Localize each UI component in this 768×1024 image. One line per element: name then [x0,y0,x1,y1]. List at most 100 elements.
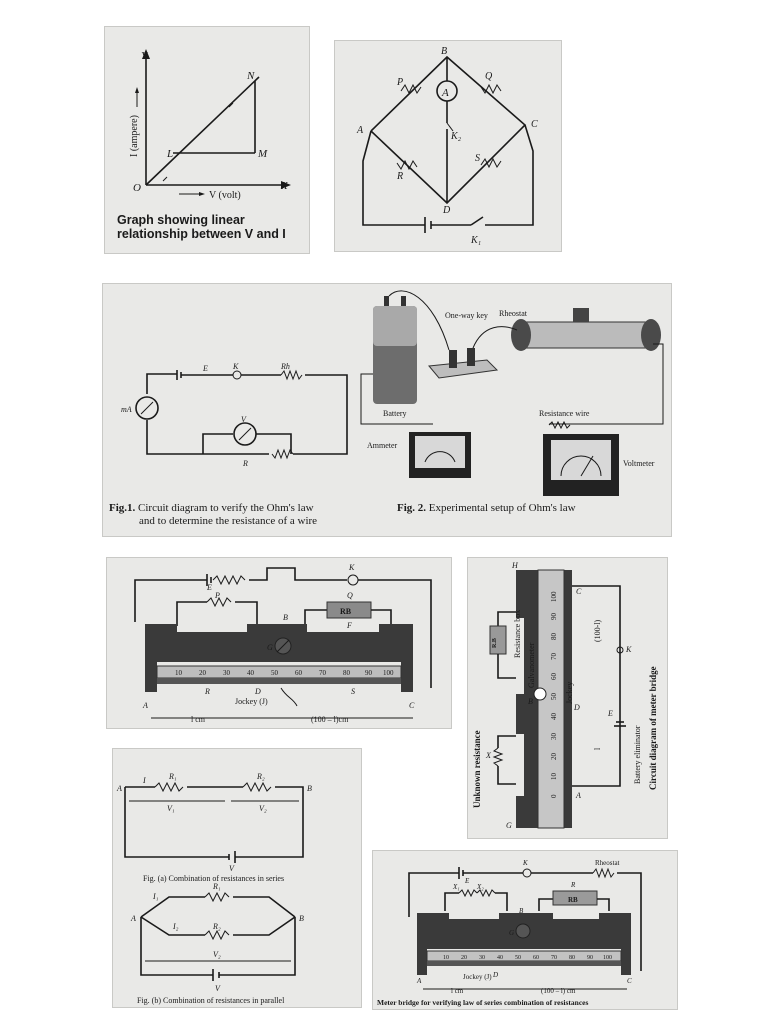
key-k2-switch-icon [446,122,454,132]
key-k-icon [522,868,532,878]
point-d-label: D [492,971,498,979]
voltage-arrow-icon [199,192,205,196]
fig1-text-line-2: and to determine the resistance of a wir… [139,514,318,527]
lower-left-wire [362,130,425,226]
parallel-r1-label: R₁ [212,882,221,891]
x-axis-letter: X [280,180,289,192]
voltmeter-v-label: V [241,415,247,424]
scale-mark-10: 10 [175,669,183,677]
galvanometer-g-label: G [509,929,514,937]
rheostat-icon [516,321,654,349]
vertical-meter-bridge-diagram: H G C B A D K E X 0 10 20 30 40 50 60 70… [472,561,658,830]
end-a-label: A [575,791,581,800]
bridge-diamond [370,55,527,205]
rheostat-label: Rheostat [499,309,528,318]
parallel-r2-label: R₂ [212,922,221,931]
rheostat-icon [212,574,246,586]
vscale-100: 100 [550,591,558,602]
node-c-label: C [531,119,538,130]
key-k-label: K [522,859,528,867]
key-k-icon [232,370,242,380]
resistor-p-label: P [396,77,403,88]
fig1-text-line-1: Circuit diagram to verify the Ohm's law [138,502,314,514]
meter-bridge-diagram: E K P Q RB F B G 10 20 30 40 50 60 70 80… [134,563,432,724]
series-v2-label: V₂ [259,804,267,813]
key-k-label: K [625,645,632,654]
point-m-label: M [257,148,268,160]
fig2-caption: Fig. 2. Experimental setup of Ohm's law [397,502,667,515]
fig2-label: Fig. 2. [397,502,427,514]
length-l-label: l cm [451,987,464,995]
scale-mark-40: 40 [497,955,503,961]
resistor-s-label: S [475,153,480,164]
series-a-label: A [116,784,122,793]
node-d-label: D [442,205,451,216]
resistor-x2-icon [476,888,496,898]
resistor-r-label: R [570,881,576,889]
point-d-label: D [573,703,580,712]
x-axis-arrow-icon [281,181,291,189]
rheostat-rh-icon [280,369,303,381]
vscale-0: 0 [550,794,558,798]
vi-line [145,76,260,186]
resistor-parallel-r1-icon [204,891,230,903]
resistor-p-icon [206,596,232,608]
series-b-label: B [307,784,312,793]
vscale-30: 30 [550,733,558,741]
milliammeter-icon [135,396,159,420]
end-a-label: A [416,977,422,985]
resistor-r-wire [271,448,294,460]
resistor-r-label: R [396,171,403,182]
resistor-x1-label: X₁ [452,883,460,891]
one-way-key-label: One-way key [445,311,488,320]
resistor-p-label: P [214,591,220,600]
resistance-s-label: S [351,687,355,696]
scale-mark-90: 90 [365,669,373,677]
wheatstone-bridge-panel: A B A C D P Q R S K₂ K₁ [334,40,562,252]
scale-mark-20: 20 [461,955,467,961]
vertical-meter-bridge-panel: H G C B A D K E X 0 10 20 30 40 50 60 70… [467,557,668,839]
vscale-60: 60 [550,673,558,681]
node-f-label: F [346,621,352,630]
scale-mark-60: 60 [295,669,303,677]
length-l-label: l [593,747,602,750]
series-parallel-diagram: I R₁ R₂ A B V₁ V₂ V Fig. (a) Combination… [116,772,312,1005]
node-b-label: B [283,613,288,622]
graph-caption-line-2: relationship between V and I [117,227,286,242]
resistance-r-label: R [204,687,210,696]
metal-strips [417,913,631,975]
metal-strips [145,624,413,692]
point-l-label: L [166,148,173,160]
parallel-i2-label: I₂ [172,922,179,931]
galvanometer-g-icon [515,923,531,939]
series-caption: Fig. (a) Combination of resistances in s… [143,874,284,883]
milliammeter-label: mA [121,405,132,414]
rheostat-icon [592,867,615,879]
vi-graph-panel: Y X O N L M I (ampere) V (volt) Graph sh… [104,26,310,254]
key-k2-label: K₂ [450,131,462,142]
series-parallel-panel: I R₁ R₂ A B V₁ V₂ V Fig. (a) Combination… [112,748,362,1008]
end-c-label: C [627,977,632,985]
resistor-parallel-r2-icon [204,929,230,941]
jockey-label: Jockey (J) [463,973,492,981]
graph-caption: Graph showing linear relationship betwee… [117,213,307,242]
parallel-a-label: A [130,914,136,923]
graph-caption-line-1: Graph showing linear [117,213,245,227]
galvanometer-label: Galvanometer [527,642,536,688]
resistance-box-rb [552,890,598,906]
parallel-caption: Fig. (b) Combination of resistances in p… [137,996,285,1005]
scale-mark-30: 30 [479,955,485,961]
resistor-p [400,83,422,95]
end-h-label: H [511,561,519,570]
fig1-label: Fig.1. [109,502,136,514]
vi-graph: Y X O N L M I (ampere) V (volt) [129,49,291,201]
parallel-v-label: V [215,984,221,993]
node-b-label: B [528,697,533,706]
series-meter-bridge-diagram: K E Rheostat X₁ X₂ R RB B G 10 20 30 40 … [377,859,642,1007]
parallel-i1-label: I₁ [152,892,159,901]
rheostat-label: Rheostat [595,859,620,867]
jockey-label: Jockey (J) [235,697,268,706]
x-axis-label: V (volt) [209,190,241,201]
voltmeter-label: Voltmeter [623,459,655,468]
series-meter-bridge-caption: Meter bridge for verifying law of series… [377,998,588,1007]
